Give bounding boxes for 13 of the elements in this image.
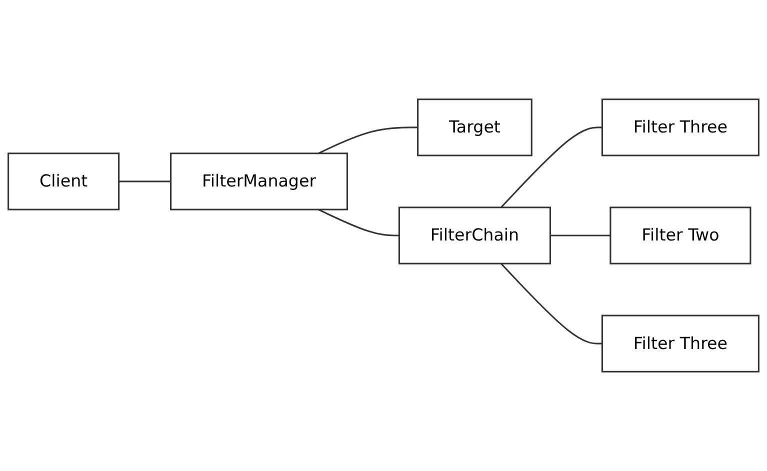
node-box: Filter Three bbox=[601, 98, 760, 156]
connector bbox=[500, 263, 602, 344]
node-box: Filter Three bbox=[601, 314, 760, 372]
node-box: Client bbox=[8, 152, 120, 210]
node-box: FilterChain bbox=[398, 206, 552, 264]
node-box: Target bbox=[417, 98, 532, 156]
connector bbox=[500, 126, 602, 208]
node-box: FilterManager bbox=[170, 152, 348, 210]
connector bbox=[550, 234, 610, 236]
connector bbox=[318, 208, 400, 236]
connector bbox=[118, 180, 171, 182]
node-box: Filter Two bbox=[610, 206, 752, 264]
connector bbox=[318, 126, 418, 154]
